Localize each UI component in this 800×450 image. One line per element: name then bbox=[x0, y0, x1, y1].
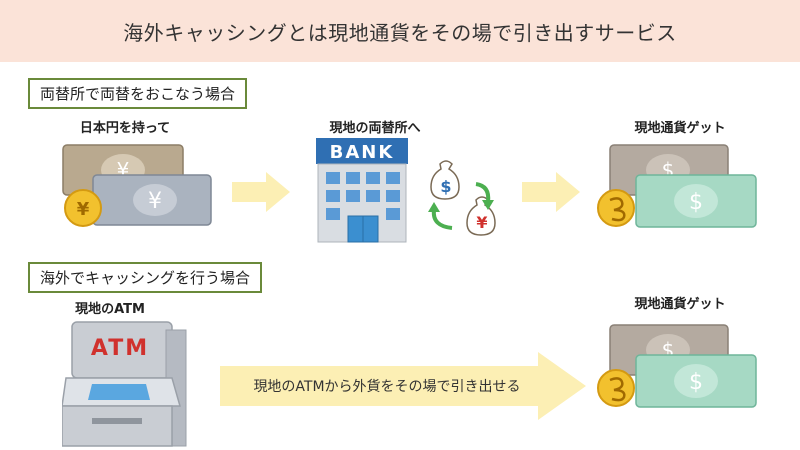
caption-get-local-currency-2: 現地通貨ゲット bbox=[634, 297, 726, 312]
dollar-note-front-emblem bbox=[674, 364, 718, 398]
dollar-note-front-symbol: $ bbox=[689, 370, 703, 395]
page-header: 海外キャッシングとは現地通貨をその場で引き出すサービス bbox=[0, 0, 800, 62]
caption-get-local-currency-1: 現地通貨ゲット bbox=[634, 121, 726, 136]
arrow-shape bbox=[220, 352, 586, 420]
yen-note-front-symbol: ¥ bbox=[148, 189, 162, 214]
yen-coin-symbol: ¥ bbox=[77, 199, 90, 220]
atm-sign-text: ATM bbox=[91, 336, 149, 361]
bank-sign-text: BANK bbox=[330, 142, 395, 163]
exchange-arrow-right bbox=[475, 182, 491, 203]
bank-building-illustration: BANK bbox=[316, 138, 408, 243]
long-arrow-atm-to-currency bbox=[220, 352, 586, 420]
dollar-note-front-emblem bbox=[674, 184, 718, 218]
atm-screen bbox=[88, 384, 150, 400]
caption-exchange-office: 現地の両替所へ bbox=[329, 121, 421, 136]
dollar-note-front-symbol: $ bbox=[689, 190, 703, 215]
arrow-to-local-currency-1 bbox=[522, 172, 580, 212]
arrow-shape bbox=[522, 172, 580, 212]
arrow-shape bbox=[232, 172, 290, 212]
cent-coin-symbol bbox=[609, 197, 626, 222]
bank-sign-board bbox=[316, 138, 408, 164]
bank-windows bbox=[326, 172, 400, 220]
arrow-to-exchange bbox=[232, 172, 290, 212]
yen-note-front-emblem bbox=[133, 184, 177, 216]
caption-local-atm: 現地のATM bbox=[75, 302, 145, 317]
dollar-notes-illustration-2: $ $ bbox=[597, 324, 757, 408]
yen-bag-symbol: ¥ bbox=[476, 213, 487, 232]
dollar-notes-illustration-1: $ $ bbox=[597, 144, 757, 228]
yen-notes-illustration: ¥ ¥ ¥ bbox=[62, 144, 212, 227]
atm-illustration: ATM bbox=[62, 321, 187, 447]
exchange-arrow-left bbox=[431, 209, 453, 230]
exchange-arrowhead-left bbox=[428, 202, 440, 212]
page-title: 海外キャッシングとは現地通貨をその場で引き出すサービス bbox=[123, 20, 677, 45]
section-label-cashing-text: 海外でキャッシングを行う場合 bbox=[40, 269, 251, 287]
money-exchange-illustration: $ ¥ bbox=[428, 160, 496, 236]
dollar-bag bbox=[430, 160, 460, 200]
section-label-cashing: 海外でキャッシングを行う場合 bbox=[28, 262, 263, 293]
cent-coin-symbol bbox=[609, 377, 626, 402]
atm-cash-slot bbox=[92, 418, 142, 424]
section-label-exchange-text: 両替所で両替をおこなう場合 bbox=[40, 85, 236, 103]
arrow-caption-withdraw: 現地のATMから外貨をその場で引き出せる bbox=[253, 379, 521, 395]
caption-bring-yen: 日本円を持って bbox=[79, 121, 171, 136]
dollar-bag-symbol: $ bbox=[440, 177, 451, 196]
yen-coin bbox=[64, 189, 102, 227]
atm-base bbox=[62, 405, 173, 447]
section-label-exchange: 両替所で両替をおこなう場合 bbox=[28, 78, 248, 109]
exchange-arrowhead-right bbox=[482, 200, 494, 210]
